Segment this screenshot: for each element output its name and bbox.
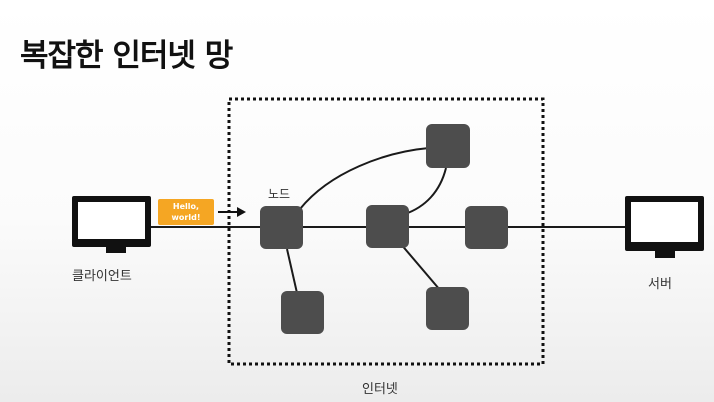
server-label: 서버 [648, 277, 672, 292]
server-monitor-icon [625, 196, 704, 258]
arrow-head-icon [237, 207, 246, 217]
client-monitor-icon [72, 196, 151, 253]
message-line-1: Hello, [172, 202, 200, 211]
connection-line-left-down [286, 248, 298, 294]
internet-boundary [227, 97, 545, 366]
node-4 [426, 124, 470, 168]
node-6 [426, 287, 469, 330]
connection-line-top-middle [404, 167, 447, 215]
node-3 [465, 206, 508, 249]
message-box: Hello, world! [158, 199, 214, 225]
node-label: 노드 [268, 187, 291, 201]
node-2 [366, 205, 409, 248]
client-label: 클라이언트 [72, 269, 132, 284]
connection-line-middle-down [399, 242, 441, 291]
connection-line-curve [299, 147, 430, 210]
node-1 [260, 206, 303, 249]
message-line-2: world! [171, 213, 201, 222]
node-5 [281, 291, 324, 334]
internet-label: 인터넷 [362, 382, 398, 397]
slide-title: 복잡한 인터넷 망 [20, 38, 233, 74]
